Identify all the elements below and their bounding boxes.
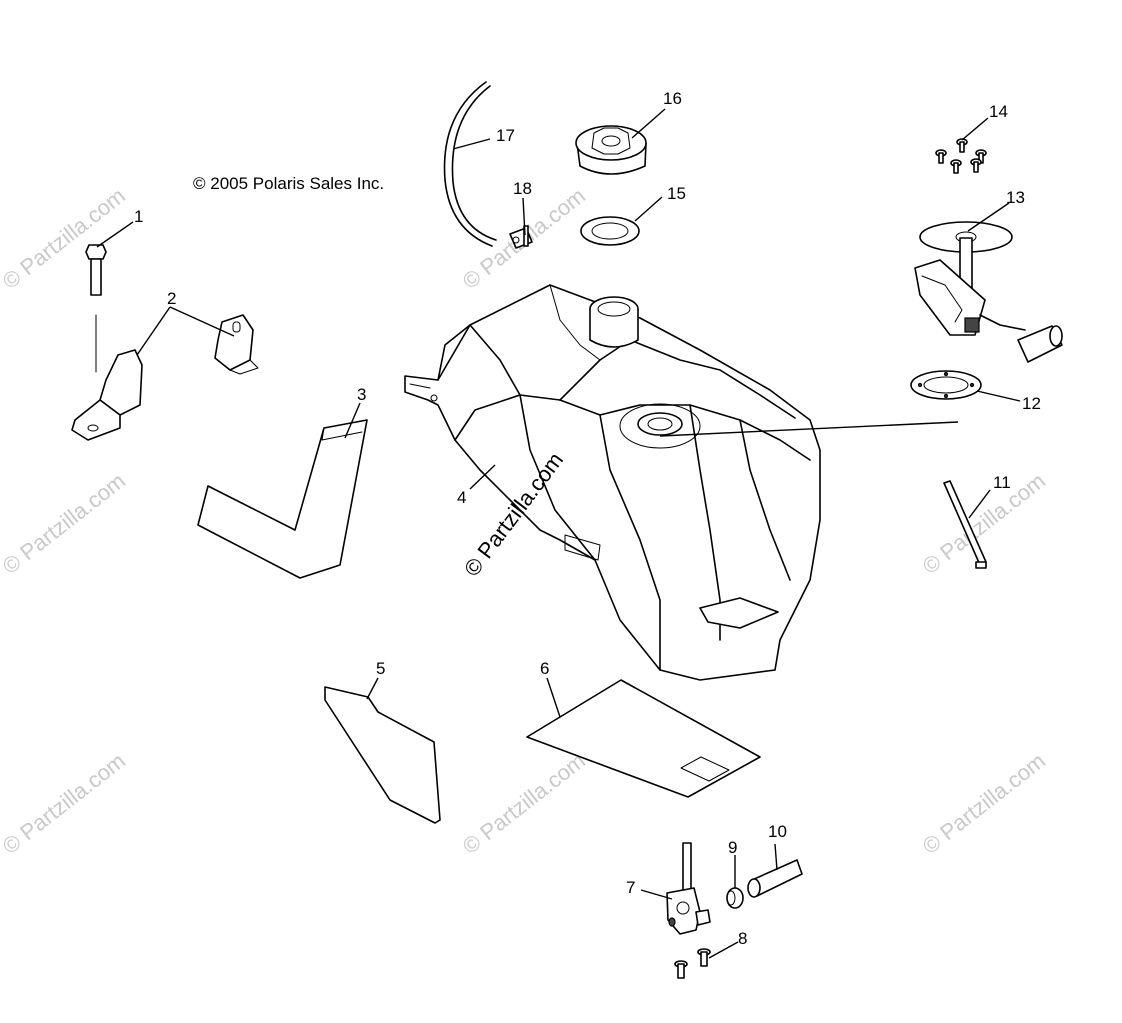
part-12-gasket[interactable] bbox=[910, 370, 982, 400]
callout-5[interactable]: 5 bbox=[376, 659, 385, 678]
watermark: © Partzilla.com bbox=[918, 748, 1050, 859]
watermark: © Partzilla.com bbox=[0, 748, 130, 859]
callout-13[interactable]: 13 bbox=[1006, 188, 1025, 207]
callout-15[interactable]: 15 bbox=[667, 184, 686, 203]
part-6-plate[interactable] bbox=[526, 679, 761, 798]
watermark-layer: © Partzilla.com © Partzilla.com © Partzi… bbox=[0, 183, 1050, 859]
callout-12[interactable]: 12 bbox=[1022, 394, 1041, 413]
watermark: © Partzilla.com bbox=[458, 748, 590, 859]
part-14-screws[interactable] bbox=[935, 138, 987, 174]
part-13-fuel-pump[interactable] bbox=[914, 221, 1063, 363]
part-15-gasket[interactable] bbox=[580, 216, 640, 246]
callout-4[interactable]: 4 bbox=[457, 488, 466, 507]
callout-labels: 1 2 3 4 5 6 7 8 9 10 11 12 13 14 15 16 1… bbox=[134, 89, 1041, 948]
leader-lines bbox=[96, 108, 1021, 959]
part-1-bolt[interactable] bbox=[85, 244, 107, 373]
callout-8[interactable]: 8 bbox=[738, 929, 747, 948]
part-2-brackets[interactable] bbox=[71, 314, 259, 441]
callout-9[interactable]: 9 bbox=[728, 838, 737, 857]
callout-11[interactable]: 11 bbox=[993, 473, 1011, 492]
part-11-rod[interactable] bbox=[943, 480, 987, 569]
part-7-fuel-valve[interactable] bbox=[666, 842, 711, 935]
copyright-text: © 2005 Polaris Sales Inc. bbox=[193, 174, 384, 193]
callout-10[interactable]: 10 bbox=[768, 822, 787, 841]
callout-16[interactable]: 16 bbox=[663, 89, 682, 108]
callout-14[interactable]: 14 bbox=[989, 102, 1008, 121]
callout-2[interactable]: 2 bbox=[167, 289, 176, 308]
part-17-vent-hose[interactable] bbox=[443, 81, 497, 247]
callout-1[interactable]: 1 bbox=[134, 207, 143, 226]
callout-6[interactable]: 6 bbox=[540, 659, 549, 678]
watermark: © Partzilla.com bbox=[0, 468, 130, 579]
part-4-fuel-tank[interactable] bbox=[404, 284, 821, 681]
part-3-pad[interactable] bbox=[197, 419, 368, 579]
part-10-hose[interactable] bbox=[747, 859, 803, 898]
part-16-fuel-cap[interactable] bbox=[575, 125, 647, 175]
callout-17[interactable]: 17 bbox=[496, 126, 515, 145]
part-9-clamp[interactable] bbox=[726, 887, 744, 909]
callout-18[interactable]: 18 bbox=[513, 179, 532, 198]
callout-7[interactable]: 7 bbox=[626, 878, 635, 897]
part-5-pad[interactable] bbox=[324, 686, 441, 824]
callout-3[interactable]: 3 bbox=[357, 385, 366, 404]
part-18-fitting[interactable] bbox=[509, 225, 533, 249]
part-8-screws[interactable] bbox=[674, 948, 711, 979]
